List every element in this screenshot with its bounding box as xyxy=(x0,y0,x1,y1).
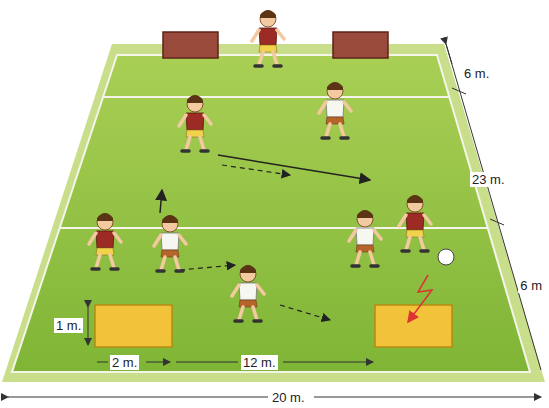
run-arrow xyxy=(222,165,290,175)
pitch xyxy=(12,55,530,372)
player-red xyxy=(179,95,211,151)
dimension-line xyxy=(176,362,238,363)
dimension-label: 1 m. xyxy=(54,318,83,333)
ball xyxy=(438,249,454,265)
dimension-line xyxy=(283,362,373,363)
player-white xyxy=(349,210,381,266)
player-red xyxy=(399,195,431,251)
player-red xyxy=(89,213,121,269)
goalkeeper xyxy=(252,10,284,66)
dimension-label: 20 m. xyxy=(270,390,307,405)
player-white xyxy=(232,265,264,321)
dimension-label: 6 m. xyxy=(462,66,491,81)
shot-arrow xyxy=(408,275,432,322)
target-box xyxy=(95,305,172,347)
goal xyxy=(163,32,218,58)
dimension-tick xyxy=(452,88,466,94)
dimension-line xyxy=(146,362,170,363)
dimension-line xyxy=(97,362,108,363)
dimension-label: 6 m xyxy=(518,278,544,293)
dimension-line xyxy=(8,397,268,398)
player-white xyxy=(319,82,351,138)
dimension-line xyxy=(88,307,89,345)
dimension-tick xyxy=(490,219,504,225)
player-white xyxy=(154,215,186,271)
dimension-line xyxy=(314,397,541,398)
zone-line xyxy=(103,96,449,98)
zone-line xyxy=(59,227,488,229)
dimension-label: 2 m. xyxy=(110,355,139,370)
run-arrow xyxy=(280,305,330,320)
dimension-arrow xyxy=(446,44,452,64)
target-box xyxy=(375,305,452,347)
dimension-label: 23 m. xyxy=(470,172,507,187)
field-surround xyxy=(2,44,545,382)
dimension-label: 12 m. xyxy=(241,355,278,370)
pass-arrow xyxy=(160,190,162,213)
goal xyxy=(333,32,388,58)
dimension-line xyxy=(446,44,541,370)
pass-arrow xyxy=(218,155,370,180)
run-arrow xyxy=(180,265,235,270)
